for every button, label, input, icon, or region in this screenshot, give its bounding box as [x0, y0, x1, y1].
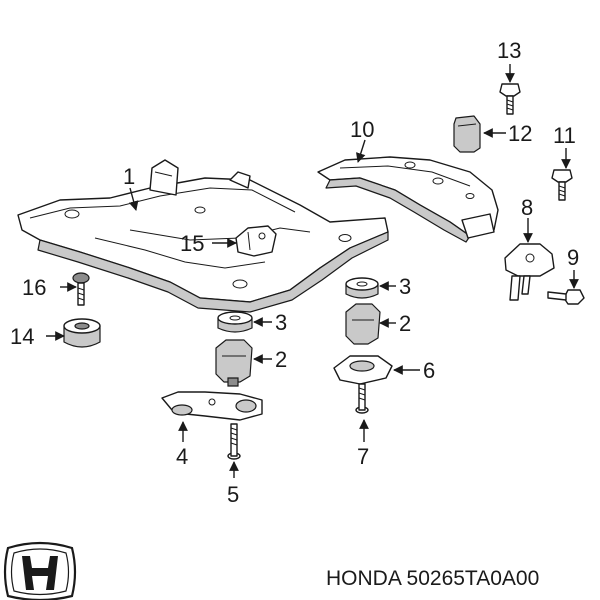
callout-4: 4: [176, 444, 188, 469]
stopper-part-8: [504, 243, 555, 301]
callout-10: 10: [350, 117, 374, 142]
crossmember-part-10: [317, 156, 499, 243]
callout-9: 9: [567, 245, 579, 270]
bracket-part-4: [161, 391, 263, 421]
callout-12: 12: [508, 121, 532, 146]
bushing-part-14: [63, 318, 101, 348]
bolt-part-11: [551, 169, 573, 201]
bolt-part-9: [547, 289, 585, 305]
plate-part-6: [333, 355, 393, 385]
leader-lines: [46, 64, 579, 478]
bolt-part-13: [499, 83, 521, 115]
callout-2-right: 2: [399, 311, 411, 336]
callout-15: 15: [180, 231, 204, 256]
callout-14: 14: [10, 324, 34, 349]
bolt-part-5: [227, 423, 241, 460]
brand-name: HONDA: [326, 567, 402, 590]
callout-5: 5: [227, 482, 239, 507]
callout-1: 1: [123, 164, 135, 189]
callout-11: 11: [553, 123, 576, 148]
mount-rubber-part-2-left: [215, 339, 253, 387]
callout-3-right: 3: [399, 274, 411, 299]
part-number: 50265TA0A00: [407, 567, 540, 590]
mount-rubber-part-2-right: [345, 303, 381, 345]
brand-label: HONDA 50265TA0A00: [326, 567, 539, 590]
cushion-part-3-right: [345, 277, 379, 299]
callout-3-left: 3: [275, 310, 287, 335]
honda-logo: [3, 541, 77, 600]
bolt-part-16: [72, 272, 90, 306]
cushion-part-3-left: [217, 311, 253, 333]
callout-7: 7: [357, 444, 369, 469]
callout-8: 8: [521, 195, 533, 220]
callout-2-left: 2: [275, 347, 287, 372]
callout-13: 13: [497, 38, 521, 63]
callout-labels: 1 15 16 14 3 2 3 2 6 7 4 5 10 12 13 11 8…: [10, 38, 579, 507]
callout-16: 16: [22, 275, 46, 300]
bracket-part-15: [235, 225, 277, 257]
callout-6: 6: [423, 358, 435, 383]
bolt-part-7: [355, 383, 369, 414]
mount-part-12: [453, 115, 481, 153]
